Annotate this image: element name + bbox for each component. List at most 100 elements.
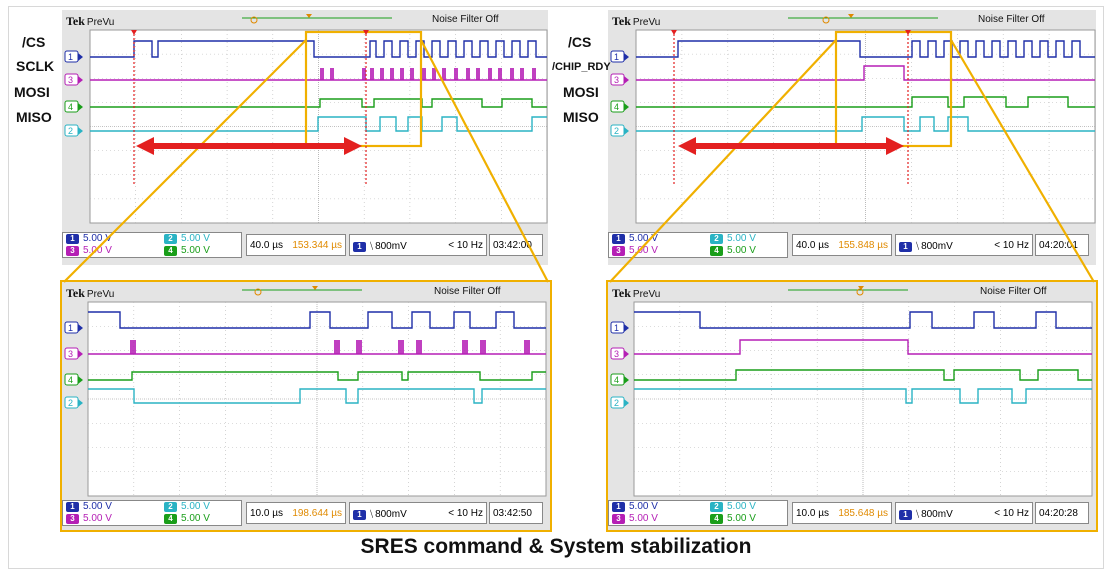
channel-4-scale[interactable]: 4 5.00 V <box>710 513 756 525</box>
channel-volts: 5.00 V <box>83 501 112 512</box>
timebase-box[interactable]: 40.0 µs 153.344 µs <box>246 234 346 256</box>
clock-time: 04:20:28 <box>1035 502 1089 524</box>
signal-label-cs: /CS <box>22 34 46 50</box>
channel-number-icon: 2 <box>710 234 723 244</box>
channel-volts: 5.00 V <box>83 513 112 524</box>
zoom-position-icon <box>822 16 830 24</box>
svg-text:3: 3 <box>68 349 73 359</box>
brand-label: Tek <box>612 286 631 300</box>
channel-volts: 5.00 V <box>629 245 658 256</box>
channel-number-icon: 4 <box>164 514 177 524</box>
traces <box>88 311 546 404</box>
timebase-value: 40.0 µs <box>796 240 830 251</box>
signal-label-miso-right: MISO <box>563 109 599 125</box>
channel-volts: 5.00 V <box>181 513 210 524</box>
clock-time: 04:20:01 <box>1035 234 1089 256</box>
zoom-position-icon <box>250 16 258 24</box>
trigger-frequency: < 10 Hz <box>994 240 1029 251</box>
mode-label: PreVu <box>632 289 661 300</box>
trigger-channel-icon: 1 <box>899 510 912 520</box>
brand-label: Tek <box>66 286 85 300</box>
timebase-value: 40.0 µs <box>250 240 284 251</box>
figure-caption: SRES command & System stabilization <box>360 535 752 558</box>
svg-text:2: 2 <box>614 126 619 136</box>
timebase-value: 10.0 µs <box>250 508 284 519</box>
channel-number-icon: 4 <box>710 514 723 524</box>
signal-label-sclk: SCLK <box>16 58 55 74</box>
brand-label: Tek <box>66 14 85 28</box>
zoom-position-icon <box>856 288 864 296</box>
signal-label-mosi-right: MOSI <box>563 84 599 100</box>
horizontal-position: 153.344 µs <box>292 240 342 251</box>
svg-text:1: 1 <box>614 323 619 333</box>
trigger-channel-icon: 1 <box>353 242 366 252</box>
channel-volts: 5.00 V <box>727 513 756 524</box>
signal-label-miso: MISO <box>16 109 52 125</box>
channel-number-icon: 3 <box>612 514 625 524</box>
channel-volts: 5.00 V <box>83 245 112 256</box>
timebase-box[interactable]: 10.0 µs 185.648 µs <box>792 502 892 524</box>
rising-edge-icon: ⧹ <box>916 509 920 519</box>
traces <box>634 311 1092 404</box>
channel-volts: 5.00 V <box>727 501 756 512</box>
svg-text:2: 2 <box>68 126 73 136</box>
channel-number-icon: 4 <box>710 246 723 256</box>
svg-text:4: 4 <box>68 102 73 112</box>
svg-text:3: 3 <box>68 75 73 85</box>
svg-text:4: 4 <box>614 375 619 385</box>
trigger-level: 800mV <box>375 241 407 252</box>
timebase-value: 10.0 µs <box>796 508 830 519</box>
noise-filter-label: Noise Filter Off <box>434 286 501 297</box>
signal-label-chip-rdy: /CHIP_RDY <box>552 61 611 73</box>
trigger-level: 800mV <box>921 241 953 252</box>
trigger-arrow-icon <box>848 14 854 18</box>
trigger-arrow-icon <box>858 286 864 290</box>
channel-number-icon: 4 <box>164 246 177 256</box>
svg-text:4: 4 <box>614 102 619 112</box>
rising-edge-icon: ⧹ <box>916 241 920 251</box>
brand-label: Tek <box>612 14 631 28</box>
trigger-box[interactable]: 1⧹800mV< 10 Hz <box>895 502 1033 524</box>
trigger-box[interactable]: 1⧹800mV< 10 Hz <box>895 234 1033 256</box>
trigger-level: 800mV <box>375 509 407 520</box>
trigger-box[interactable]: 1⧹800mV< 10 Hz <box>349 234 487 256</box>
noise-filter-label: Noise Filter Off <box>432 14 499 25</box>
trigger-frequency: < 10 Hz <box>448 508 483 519</box>
trigger-frequency: < 10 Hz <box>994 508 1029 519</box>
svg-text:2: 2 <box>614 398 619 408</box>
trigger-box[interactable]: 1⧹800mV< 10 Hz <box>349 502 487 524</box>
channel-volts: 5.00 V <box>629 501 658 512</box>
channel-4-scale[interactable]: 4 5.00 V <box>164 513 210 525</box>
channel-number-icon: 1 <box>66 234 79 244</box>
horizontal-position: 185.648 µs <box>838 508 888 519</box>
svg-text:4: 4 <box>68 375 73 385</box>
